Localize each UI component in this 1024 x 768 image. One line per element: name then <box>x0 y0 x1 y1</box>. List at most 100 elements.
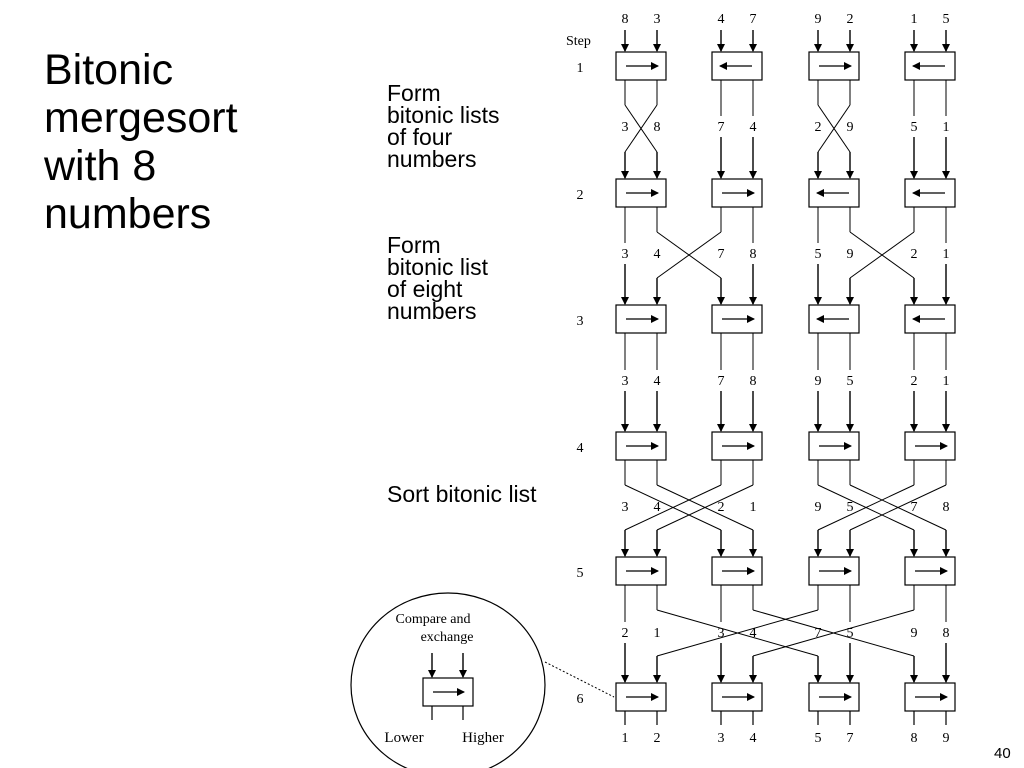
output-value: 8 <box>750 247 757 262</box>
crossing-wire <box>849 484 947 531</box>
step-header: Step <box>566 34 591 49</box>
output-value: 4 <box>654 500 661 515</box>
output-value: 7 <box>718 247 725 262</box>
title-line: numbers <box>44 190 212 238</box>
output-value: 9 <box>847 247 854 262</box>
crossing-wire <box>656 231 722 279</box>
output-value: 8 <box>911 731 918 746</box>
output-value: 1 <box>943 247 950 262</box>
output-value: 1 <box>622 731 629 746</box>
output-value: 8 <box>943 500 950 515</box>
output-value: 7 <box>718 120 725 135</box>
step-number: 2 <box>577 188 584 203</box>
output-value: 9 <box>943 731 950 746</box>
crossing-wire <box>624 104 658 153</box>
label-line: bitonic lists <box>387 102 500 128</box>
output-value: 2 <box>622 626 629 641</box>
output-value: 9 <box>815 500 822 515</box>
input-value: 8 <box>622 12 629 27</box>
label-line: Form <box>387 232 441 258</box>
output-value: 2 <box>911 247 918 262</box>
label-line: of four <box>387 124 453 150</box>
crossing-wire <box>817 104 851 153</box>
output-value: 2 <box>911 374 918 389</box>
output-value: 1 <box>943 374 950 389</box>
network-values: Step 8 3 4 7 9 2 1 5 1 3 8 7 4 2 9 5 1 2 3 4 7 8 5 9 2 1 3 3 4 7 8 9 5 2 1… <box>566 12 950 746</box>
crossing-wire <box>656 609 819 657</box>
title-line: Bitonic <box>44 46 174 94</box>
output-value: 7 <box>718 374 725 389</box>
output-value: 2 <box>815 120 822 135</box>
input-value: 7 <box>750 12 757 27</box>
output-value: 4 <box>750 731 757 746</box>
output-value: 7 <box>847 731 854 746</box>
compare-exchange-legend: Compare and exchange Lower Higher <box>350 592 615 768</box>
label-line: Form <box>387 80 441 106</box>
output-value: 9 <box>815 374 822 389</box>
output-value: 1 <box>750 500 757 515</box>
output-value: 5 <box>815 731 822 746</box>
label-line: numbers <box>387 146 477 172</box>
crossing-wire <box>817 484 915 531</box>
output-value: 4 <box>654 247 661 262</box>
label-form-eight: Form bitonic list of eight numbers <box>387 232 488 324</box>
crossing-wire <box>752 609 915 657</box>
output-value: 3 <box>622 500 629 515</box>
legend-higher-label: Higher <box>462 730 504 746</box>
output-value: 2 <box>718 500 725 515</box>
slide-title: Bitonic mergesort with 8 numbers <box>44 46 344 238</box>
crossing-wire <box>624 484 722 531</box>
output-value: 3 <box>622 374 629 389</box>
output-value: 1 <box>943 120 950 135</box>
step-number: 4 <box>577 441 584 456</box>
title-line: with 8 <box>44 142 157 190</box>
output-value: 5 <box>847 374 854 389</box>
output-value: 5 <box>911 120 918 135</box>
page-number: 40 <box>994 745 1011 762</box>
label-form-four: Form bitonic lists of four numbers <box>387 80 500 172</box>
output-value: 3 <box>718 626 725 641</box>
input-value: 4 <box>718 12 725 27</box>
output-value: 4 <box>654 374 661 389</box>
input-value: 3 <box>654 12 661 27</box>
output-value: 5 <box>847 626 854 641</box>
output-value: 3 <box>718 731 725 746</box>
output-value: 2 <box>654 731 661 746</box>
output-value: 1 <box>654 626 661 641</box>
output-value: 8 <box>750 374 757 389</box>
output-value: 9 <box>911 626 918 641</box>
legend-caption: exchange <box>421 630 474 645</box>
label-line: numbers <box>387 298 477 324</box>
output-value: 3 <box>622 120 629 135</box>
step-number: 1 <box>577 61 584 76</box>
output-value: 8 <box>943 626 950 641</box>
legend-circle <box>350 592 546 768</box>
input-value: 9 <box>815 12 822 27</box>
compare-boxes <box>615 51 956 712</box>
label-line: Sort bitonic list <box>387 481 537 507</box>
output-value: 3 <box>622 247 629 262</box>
step-number: 3 <box>577 314 584 329</box>
output-value: 7 <box>815 626 822 641</box>
input-value: 1 <box>911 12 918 27</box>
step-number: 6 <box>577 692 584 707</box>
network-wires <box>621 30 950 725</box>
label-line: of eight <box>387 276 463 302</box>
legend-connector <box>544 661 615 698</box>
label-sort-bitonic: Sort bitonic list <box>387 481 537 507</box>
legend-caption: Compare and <box>395 612 470 627</box>
step-number: 5 <box>577 566 584 581</box>
output-value: 8 <box>654 120 661 135</box>
output-value: 9 <box>847 120 854 135</box>
crossing-wire <box>656 484 754 531</box>
output-value: 4 <box>750 626 757 641</box>
crossing-wire <box>849 231 915 279</box>
label-line: bitonic list <box>387 254 488 280</box>
legend-lower-label: Lower <box>384 730 423 746</box>
output-value: 7 <box>911 500 918 515</box>
title-line: mergesort <box>44 94 238 142</box>
input-value: 2 <box>847 12 854 27</box>
output-value: 5 <box>847 500 854 515</box>
output-value: 5 <box>815 247 822 262</box>
input-value: 5 <box>943 12 950 27</box>
